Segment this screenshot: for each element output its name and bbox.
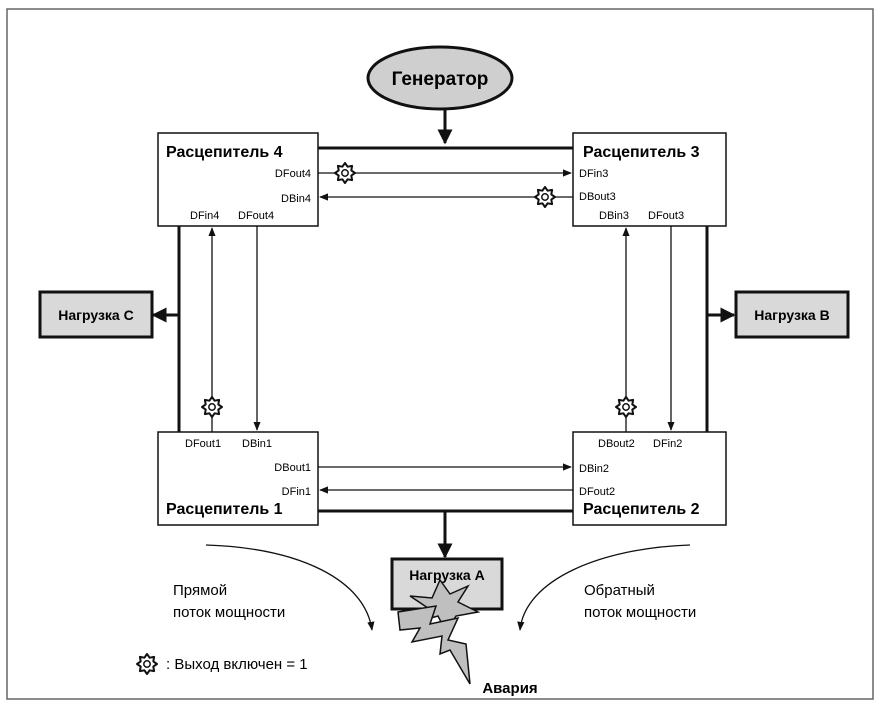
breaker-3-port-dbin-bottom: DBin3 <box>599 210 629 222</box>
generator-ellipse <box>366 45 514 111</box>
breaker-2-title: Расцепитель 2 <box>583 501 700 518</box>
fault-label: Авария <box>482 680 537 697</box>
breaker-2-box <box>572 431 727 526</box>
breaker-4-port-dfout-bottom: DFout4 <box>238 210 274 222</box>
reverse-flow-arrow <box>517 544 691 631</box>
breaker-1-title: Расцепитель 1 <box>166 501 283 518</box>
breaker-3-port-dbout: DBout3 <box>579 191 616 203</box>
lightning-bolt-icon <box>397 605 471 685</box>
breaker-1-port-dfout: DFout1 <box>185 438 221 450</box>
breaker-1-port-dbin-top: DBin1 <box>242 438 272 450</box>
forward-flow-arrow <box>205 544 375 631</box>
load-b-box <box>734 290 850 339</box>
output-on-star-icon <box>334 162 356 184</box>
breaker-2-port-dfout: DFout2 <box>579 486 615 498</box>
breaker-3-port-dfin: DFin3 <box>579 168 608 180</box>
output-on-star-icon <box>534 186 556 208</box>
breaker-2-port-dbin: DBin2 <box>579 463 609 475</box>
forward-flow-line-2: поток мощности <box>173 604 285 621</box>
load-a-label: Нагрузка A <box>409 567 484 583</box>
outer-frame <box>6 8 874 700</box>
breaker-3-port-dfout-bottom: DFout3 <box>648 210 684 222</box>
reverse-flow-line-2: поток мощности <box>584 604 696 621</box>
breaker-3-box <box>572 132 727 227</box>
breaker-3-title: Расцепитель 3 <box>583 144 700 161</box>
breaker-1-port-dfin: DFin1 <box>282 486 311 498</box>
reverse-flow-line-1: Обратный <box>584 582 655 599</box>
breaker-1-box <box>157 431 319 526</box>
load-b-label: Нагрузка B <box>754 307 829 323</box>
breaker-1-port-dbout: DBout1 <box>274 462 311 474</box>
output-on-star-icon <box>201 396 223 418</box>
breaker-2-port-dfin-top: DFin2 <box>653 438 682 450</box>
legend-star-icon <box>136 653 158 675</box>
legend-text: : Выход включен = 1 <box>166 656 308 673</box>
output-on-star-icon <box>615 396 637 418</box>
breaker-4-box <box>157 132 319 227</box>
generator-label: Генератор <box>392 69 489 90</box>
forward-flow-line-1: Прямой <box>173 582 227 599</box>
breaker-2-port-dbout: DBout2 <box>598 438 635 450</box>
breaker-4-port-dfin-bottom: DFin4 <box>190 210 219 222</box>
breaker-4-title: Расцепитель 4 <box>166 144 283 161</box>
load-c-label: Нагрузка C <box>58 307 133 323</box>
breaker-4-port-dfout: DFout4 <box>275 168 311 180</box>
load-c-box <box>38 290 154 339</box>
breaker-4-port-dbin: DBin4 <box>281 193 311 205</box>
